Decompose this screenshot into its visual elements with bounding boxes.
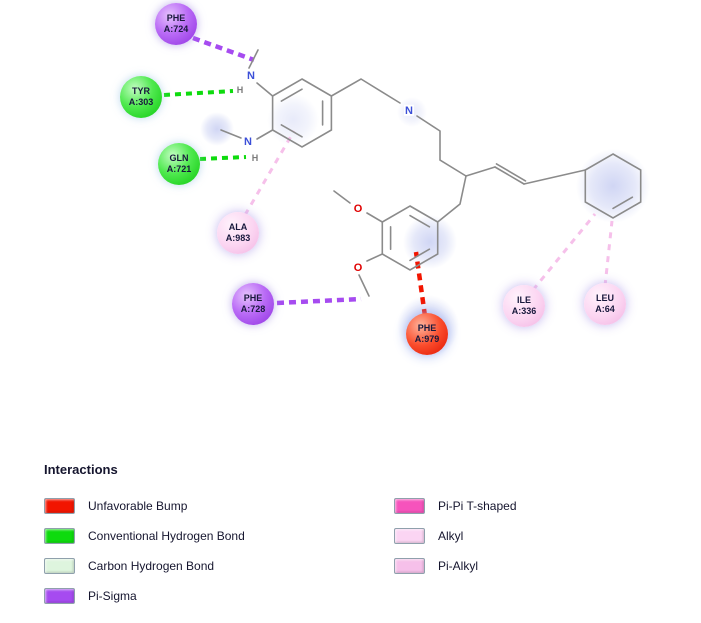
legend-swatch-carbon-hbond — [44, 557, 75, 574]
residue-chain-number: A:64 — [595, 304, 615, 314]
atom-label-N: N — [247, 70, 255, 82]
residue-name: PHE — [243, 293, 263, 304]
bond-vinyl-ring3 — [523, 169, 587, 185]
bond-n1-methyl — [248, 49, 259, 69]
legend-item: Pi-Pi T-shaped — [394, 497, 517, 514]
residue-chain-number: A:979 — [414, 334, 440, 344]
legend-swatch-pi-alkyl — [394, 557, 425, 574]
interaction-line-pi-sigma — [192, 35, 255, 63]
residue-name: GLN — [169, 153, 189, 164]
bond-ring1-n2 — [256, 129, 274, 140]
halo — [403, 215, 457, 269]
legend-swatch-conventional-hbond — [44, 527, 75, 544]
bond-chain-vinyl — [465, 166, 496, 177]
legend-label: Pi-Pi T-shaped — [438, 498, 517, 513]
bond-n2-methyl — [220, 129, 242, 139]
benzene-ring-1-inner — [280, 88, 324, 138]
molecule-skeleton — [220, 49, 642, 297]
legend-label: Pi-Alkyl — [438, 558, 479, 573]
interaction-line-alkyl — [243, 130, 296, 216]
bond-o2-methyl — [358, 274, 370, 297]
vinyl-double-2 — [495, 163, 527, 182]
legend-swatch-unfavorable-bump — [44, 497, 75, 514]
legend-label: Carbon Hydrogen Bond — [88, 558, 215, 573]
legend-label: Conventional Hydrogen Bond — [88, 528, 245, 543]
interaction-line-alkyl — [531, 213, 597, 291]
interaction-line-pi-sigma — [276, 296, 362, 306]
bond-n3-chain — [416, 115, 467, 177]
bond-o1-methyl — [333, 190, 351, 204]
legend-item: Unfavorable Bump — [44, 497, 394, 514]
residue-chain-number: A:728 — [240, 304, 266, 314]
halo — [397, 97, 427, 127]
vinyl-double-1 — [494, 166, 525, 185]
residue-name: PHE — [166, 13, 186, 24]
cyclohexene-double-bond — [612, 196, 634, 210]
residue-name: ILE — [516, 295, 531, 306]
bond-ring2-o2 — [366, 253, 384, 262]
residue-chain-number: A:303 — [128, 97, 154, 107]
bond-chain-ring2 — [436, 175, 467, 223]
bond-ring1-n1 — [256, 82, 274, 97]
cyclohexene-ring — [584, 153, 642, 219]
halo — [576, 149, 650, 223]
legend-label: Pi-Sigma — [88, 588, 137, 603]
residue-name: TYR — [132, 86, 150, 97]
halo — [267, 94, 319, 146]
interaction-line-unfavorable-bump — [413, 251, 428, 317]
legend-label: Unfavorable Bump — [88, 498, 188, 513]
residue-name: ALA — [228, 222, 248, 233]
interaction-lines — [163, 35, 614, 317]
legend-item: Pi-Sigma — [44, 587, 394, 604]
residue-chain-number: A:721 — [166, 164, 192, 174]
legend-item: Carbon Hydrogen Bond — [44, 557, 394, 574]
legend-label: Alkyl — [438, 528, 464, 543]
interaction-line-hydrogen-bond — [199, 155, 247, 161]
residue-chain-number: A:724 — [163, 24, 189, 34]
benzene-ring-2-inner — [389, 214, 431, 262]
residue-chain-number: A:336 — [511, 306, 537, 316]
legend-item: Alkyl — [394, 527, 517, 544]
residue-name: PHE — [417, 323, 437, 334]
residue-chain-number: A:983 — [225, 233, 251, 243]
legend-item: Conventional Hydrogen Bond — [44, 527, 394, 544]
atom-label-N: N — [244, 136, 252, 148]
legend-title: Interactions — [44, 462, 118, 477]
bond-ring1-ch2-n3 — [330, 78, 401, 104]
legend-swatch-alkyl — [394, 527, 425, 544]
halo — [200, 112, 234, 146]
atom-label-O: O — [354, 203, 363, 215]
legend-item: Pi-Alkyl — [394, 557, 517, 574]
residue-name: LEU — [596, 293, 614, 304]
legend-swatch-pi-sigma — [44, 587, 75, 604]
atom-label-H: H — [252, 153, 259, 163]
legend-swatch-pi-pi-t-shaped — [394, 497, 425, 514]
atom-label-O: O — [354, 262, 363, 274]
atom-label-N: N — [405, 105, 413, 117]
interaction-line-hydrogen-bond — [163, 89, 234, 97]
bond-ring2-o1 — [366, 212, 384, 223]
interaction-line-alkyl — [603, 220, 614, 287]
atom-label-H: H — [237, 85, 244, 95]
